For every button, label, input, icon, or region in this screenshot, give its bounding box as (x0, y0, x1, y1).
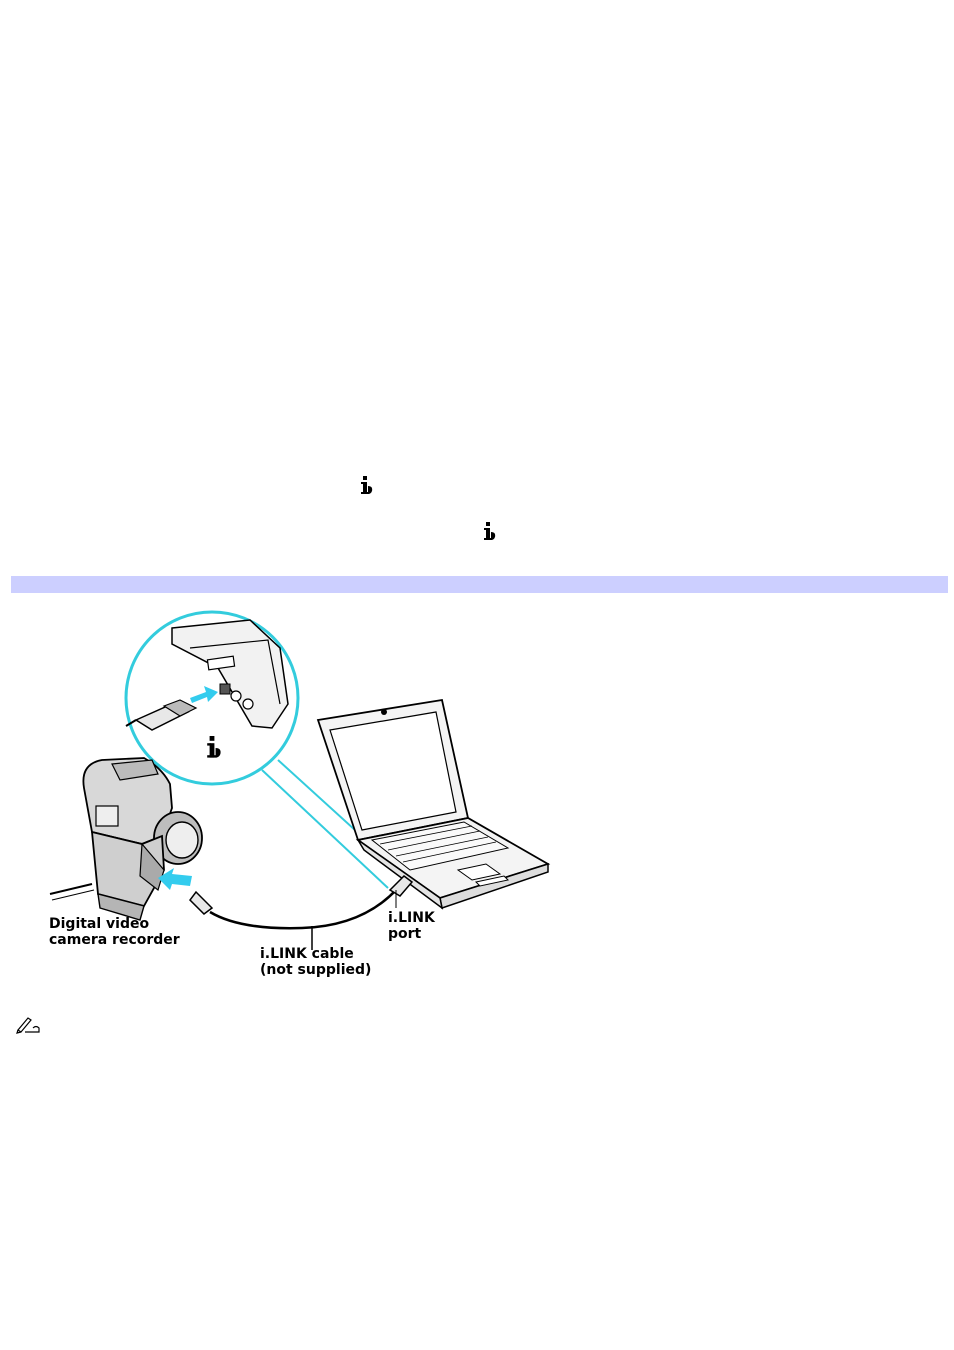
port-closeup (126, 612, 298, 784)
ilink-icon (483, 522, 497, 542)
cable-label: i.LINK cable (not supplied) (260, 946, 371, 978)
ilink-cable (190, 876, 412, 950)
connection-figure: Digital video camera recorder i.LINK cab… (40, 608, 560, 988)
note-pencil-icon (16, 1014, 40, 1034)
camcorder (50, 758, 202, 920)
section-heading-bar (11, 576, 948, 593)
ilink-icon (360, 476, 374, 496)
camera-label: Digital video camera recorder (49, 916, 180, 948)
laptop (318, 700, 548, 908)
port-label: i.LINK port (388, 910, 435, 942)
